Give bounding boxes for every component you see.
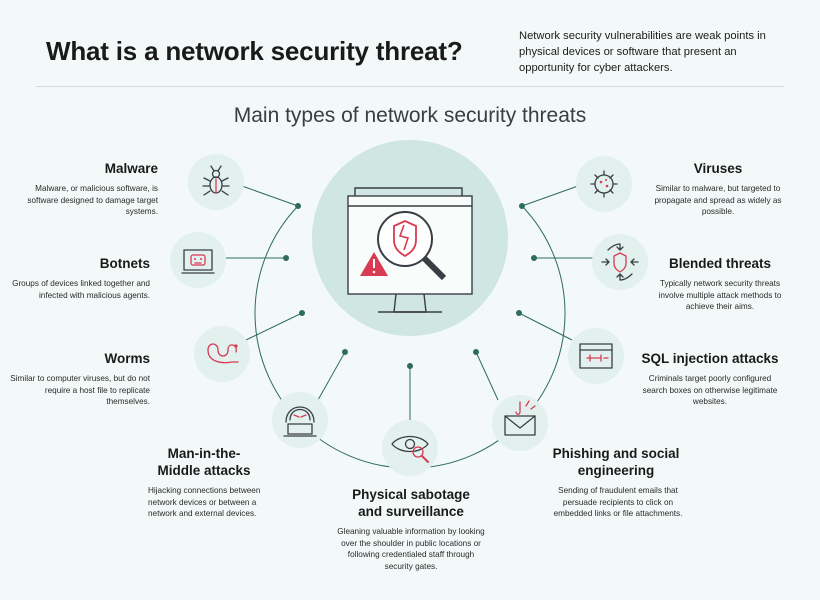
threat-title: Botnets <box>99 256 150 271</box>
threat-phishing: Phishing and social engineering Sending … <box>543 445 693 520</box>
threat-title: Blended threats <box>668 256 772 271</box>
threat-physical: Physical sabotage and surveillance Glean… <box>336 486 486 572</box>
hacker-icon <box>283 406 317 437</box>
threat-title: Viruses <box>693 161 743 176</box>
threat-title: Phishing and social engineering <box>552 446 680 478</box>
threat-desc: Groups of devices linked together and in… <box>12 279 150 300</box>
bug-icon <box>202 165 230 196</box>
worm-icon <box>207 343 239 364</box>
robot-screen-icon <box>181 249 215 274</box>
threat-worms: Worms Similar to computer viruses, but d… <box>5 350 150 408</box>
page-title: What is a network security threat? <box>46 36 463 66</box>
virus-icon <box>590 170 618 198</box>
connector-dots <box>283 203 537 369</box>
threat-title: Worms <box>104 351 150 366</box>
shield-arrows-icon <box>601 243 639 281</box>
threat-title: SQL injection attacks <box>641 351 779 366</box>
threat-desc: Hijacking connections between network de… <box>148 486 261 518</box>
syringe-window-icon <box>579 343 613 369</box>
node-circles <box>170 154 648 476</box>
threat-desc: Similar to computer viruses, but do not … <box>10 374 150 406</box>
threat-title: Physical sabotage and surveillance <box>352 487 470 519</box>
header-divider <box>36 86 784 87</box>
intro-text: Network security vulnerabilities are wea… <box>519 30 766 74</box>
warning-triangle-icon <box>360 252 388 276</box>
threat-desc: Typically network security threats invol… <box>658 279 782 311</box>
threat-botnets: Botnets Groups of devices linked togethe… <box>5 255 150 301</box>
threat-desc: Malware, or malicious software, is softw… <box>27 184 158 216</box>
envelope-hook-icon <box>504 400 536 436</box>
threat-desc: Sending of fraudulent emails that persua… <box>553 486 683 518</box>
threat-title: Man-in-the-Middle attacks <box>157 446 251 478</box>
threat-desc: Gleaning valuable information by looking… <box>337 527 485 571</box>
threat-title: Malware <box>104 161 158 176</box>
spokes <box>226 185 594 423</box>
eye-magnifier-icon <box>391 435 429 463</box>
threat-desc: Similar to malware, but targeted to prop… <box>654 184 782 216</box>
threat-viruses: Viruses Similar to malware, but targeted… <box>648 160 788 218</box>
diagram-subtitle: Main types of network security threats <box>233 104 587 127</box>
threat-sql: SQL injection attacks Criminals target p… <box>636 350 784 408</box>
threat-blended: Blended threats Typically network securi… <box>650 255 790 313</box>
center-node <box>312 140 508 336</box>
monitor-broken-shield-icon <box>347 187 473 313</box>
threat-desc: Criminals target poorly configured searc… <box>642 374 778 406</box>
threat-mitm: Man-in-the-Middle attacks Hijacking conn… <box>148 445 278 520</box>
threat-malware: Malware Malware, or malicious software, … <box>8 160 158 218</box>
